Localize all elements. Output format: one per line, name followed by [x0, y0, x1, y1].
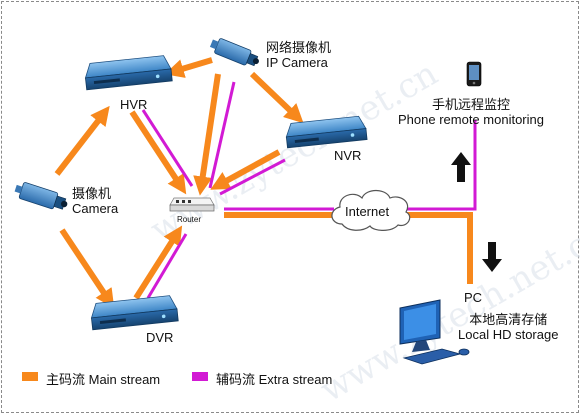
router-label: Router — [177, 215, 202, 224]
monitor-icon — [399, 299, 441, 352]
stream-links — [54, 57, 477, 309]
legend-main-label: 主码流 Main stream — [46, 372, 161, 387]
ip-camera-label-en: IP Camera — [266, 55, 328, 70]
dvr-label: DVR — [146, 330, 174, 345]
phone-label-cn: 手机远程监控 — [431, 97, 510, 112]
pc-storage-label-cn: 本地高清存储 — [469, 312, 548, 327]
link-internet-phone-extra — [404, 120, 477, 211]
nvr-device — [285, 115, 368, 149]
mouse-icon — [458, 348, 470, 356]
pc-storage-label-en: Local HD storage — [458, 327, 559, 342]
link-nvr-router-extra — [219, 158, 286, 196]
hvr-label: HVR — [120, 97, 148, 112]
pc-label: PC — [464, 290, 483, 305]
link-hvr-router-extra — [141, 109, 194, 187]
link-ipcam-router-extra — [208, 81, 236, 189]
ip-camera-label: 网络摄像机 IP Camera — [266, 40, 331, 70]
nvr-label: NVR — [334, 148, 362, 163]
phone-icon — [466, 61, 482, 87]
camera-label-cn: 摄像机 — [72, 186, 112, 201]
link-hvr-router-main — [129, 110, 187, 195]
link-ipcam-hvr-main — [164, 57, 213, 78]
link-ipcam-nvr-main — [249, 71, 304, 124]
link-internet-pc-main — [404, 212, 473, 284]
ip-camera-label-cn: 网络摄像机 — [266, 40, 332, 55]
link-dvr-router-main — [133, 225, 183, 300]
router-icon — [169, 197, 215, 212]
link-nvr-router-main — [210, 149, 281, 190]
phone-label: 手机远程监控 Phone remote monitoring — [398, 97, 544, 127]
link-camera-dvr-main — [59, 228, 115, 309]
pc-storage-label: 本地高清存储 Local HD storage — [458, 312, 558, 342]
up-arrow-icon — [451, 152, 471, 182]
cloud-icon — [331, 189, 411, 231]
dvr-device — [90, 295, 179, 331]
internet-label: Internet — [345, 204, 390, 219]
legend-extra-label: 辅码流 Extra stream — [216, 372, 333, 387]
camera-label-en: Camera — [72, 201, 119, 216]
legend-main-swatch — [22, 372, 38, 381]
legend-extra-swatch — [192, 372, 208, 381]
link-ipcam-router-main — [193, 73, 221, 196]
link-camera-hvr-main — [54, 105, 110, 176]
ip-camera-icon — [209, 38, 259, 67]
hvr-device — [84, 55, 173, 91]
phone-label-en: Phone remote monitoring — [398, 112, 544, 127]
link-dvr-router-extra — [146, 233, 188, 299]
camera-label: 摄像机 Camera — [72, 186, 118, 216]
camera-icon — [14, 182, 68, 210]
down-arrow-icon — [482, 242, 502, 272]
